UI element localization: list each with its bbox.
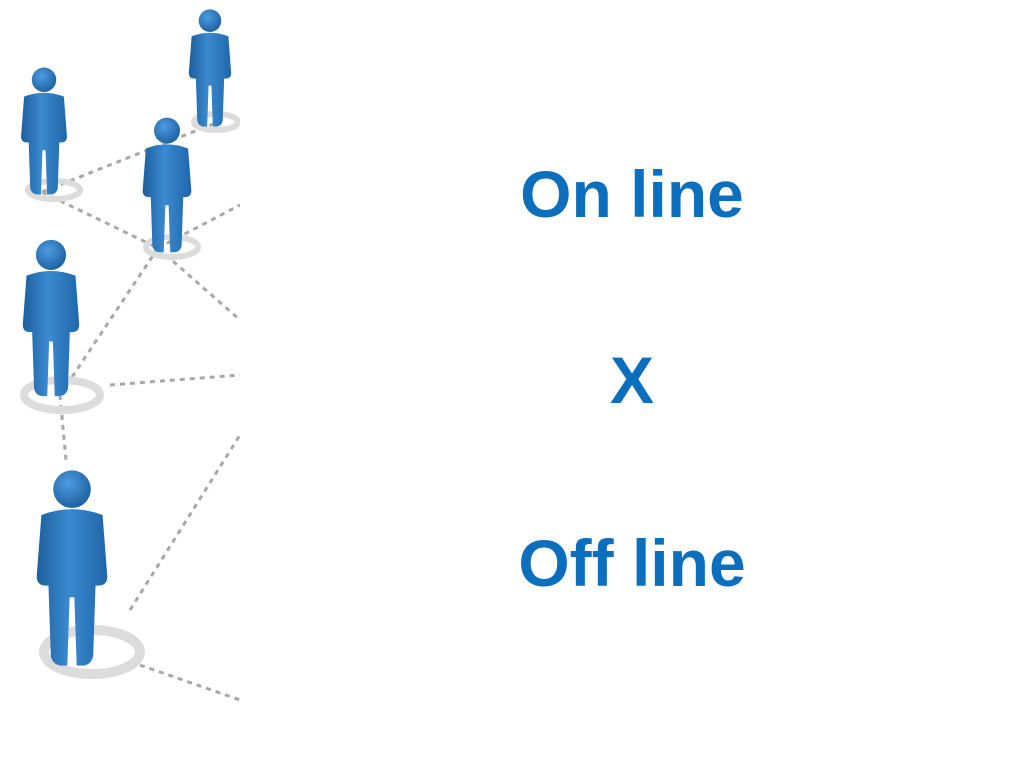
online-text: On line: [432, 161, 832, 227]
title-block: On line X Off line: [432, 0, 832, 768]
versus-text: X: [432, 347, 832, 413]
person-icon: [23, 240, 79, 396]
people-network-image: [0, 0, 240, 720]
person-icon: [189, 9, 231, 126]
offline-text: Off line: [432, 530, 832, 596]
person-icon: [143, 118, 192, 253]
person-figures: [21, 9, 231, 665]
person-icon: [21, 68, 67, 195]
